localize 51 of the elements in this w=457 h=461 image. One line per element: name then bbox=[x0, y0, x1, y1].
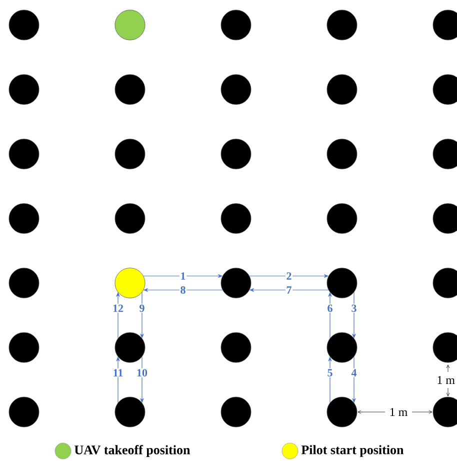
grid-dot bbox=[114, 203, 146, 234]
grid-dot bbox=[220, 268, 252, 298]
edge-label: 8 bbox=[179, 286, 187, 295]
grid-dot bbox=[114, 74, 146, 105]
grid-dot bbox=[8, 74, 40, 105]
grid-dot bbox=[326, 74, 358, 105]
grid-dot bbox=[114, 268, 146, 298]
grid-dot bbox=[432, 10, 457, 40]
grid-dot bbox=[220, 138, 252, 170]
edge-label: 12 bbox=[112, 304, 124, 313]
grid-dot bbox=[8, 10, 40, 40]
grid-dot bbox=[326, 268, 358, 298]
grid-dot bbox=[326, 396, 358, 428]
edge-label: 3 bbox=[350, 304, 358, 313]
edge-label: 10 bbox=[136, 368, 148, 378]
grid-dot bbox=[8, 138, 40, 170]
grid-dot bbox=[8, 396, 40, 428]
grid-dot bbox=[326, 203, 358, 234]
grid-dot bbox=[432, 203, 457, 234]
legend-label: Pilot start position bbox=[301, 445, 404, 457]
dimension-label: 1 m bbox=[436, 375, 456, 385]
edge-label: 5 bbox=[326, 368, 334, 378]
legend-label: UAV takeoff position bbox=[74, 445, 190, 457]
grid-dot bbox=[220, 10, 252, 40]
grid-dot bbox=[326, 138, 358, 170]
grid-dot bbox=[326, 332, 358, 363]
grid-dot bbox=[432, 138, 457, 170]
grid-dot bbox=[114, 332, 146, 363]
edge-label: 2 bbox=[285, 272, 293, 280]
edge-label: 4 bbox=[350, 368, 358, 378]
grid-dot bbox=[114, 10, 146, 40]
grid-dot bbox=[114, 138, 146, 170]
dimension-label: 1 m bbox=[388, 407, 408, 417]
edge-label: 11 bbox=[112, 368, 124, 378]
grid-dot bbox=[326, 10, 358, 40]
grid-dot bbox=[432, 396, 457, 428]
grid-dot bbox=[8, 268, 40, 298]
grid-dot bbox=[8, 332, 40, 363]
edge-label: 6 bbox=[326, 304, 334, 313]
grid-dot bbox=[220, 74, 252, 105]
grid-dot bbox=[432, 332, 457, 363]
edge-label: 9 bbox=[138, 304, 146, 313]
grid-dot bbox=[8, 203, 40, 234]
edge-label: 1 bbox=[179, 272, 187, 280]
grid-dot bbox=[220, 332, 252, 363]
grid-dot bbox=[114, 396, 146, 428]
grid-dot bbox=[220, 203, 252, 234]
grid-dot bbox=[432, 268, 457, 298]
grid-dot bbox=[220, 396, 252, 428]
edge-label: 7 bbox=[285, 286, 293, 294]
grid-dot bbox=[432, 74, 457, 105]
